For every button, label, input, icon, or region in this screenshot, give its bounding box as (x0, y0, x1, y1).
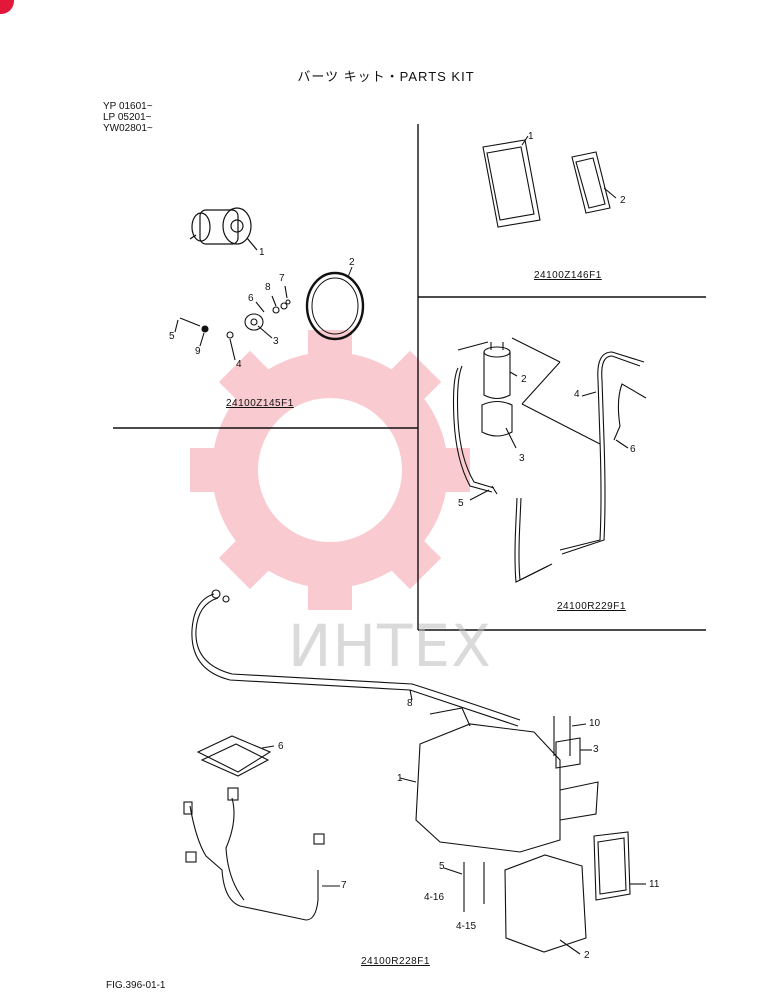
callout-number: 9 (195, 346, 201, 357)
callout-number: 1 (397, 773, 403, 784)
callout-number: 7 (341, 880, 347, 891)
serial-range: YW02801~ (103, 123, 153, 134)
compressor-part (189, 207, 258, 251)
evaporator-unit-and-harness (183, 589, 646, 955)
callout-number: 8 (407, 698, 413, 709)
kit-label-r228: 24100R228F1 (361, 956, 430, 967)
clutch-hardware-parts (174, 285, 291, 361)
callout-number: 6 (630, 444, 636, 455)
callout-number: 2 (620, 195, 626, 206)
watermark-text: ИНТЕХ (288, 612, 492, 680)
callout-number: 7 (279, 273, 285, 284)
serial-number-list: YP 01601~ LP 05201~ YW02801~ (103, 101, 153, 134)
figure-reference: FIG.396-01-1 (106, 980, 166, 991)
callout-number: 4 (574, 389, 580, 400)
callout-number: 3 (593, 744, 599, 755)
kit-label-z146: 24100Z146F1 (534, 270, 602, 281)
callout-number: 6 (248, 293, 254, 304)
watermark-gear-logo (190, 330, 470, 610)
callout-number: 2 (584, 950, 590, 961)
callout-number: 5 (169, 331, 175, 342)
callout-number: 6 (278, 741, 284, 752)
callout-number: 10 (589, 718, 601, 729)
callout-number: 1 (259, 247, 265, 258)
kit-label-z145: 24100Z145F1 (226, 398, 294, 409)
callout-number: 3 (519, 453, 525, 464)
section-dividers (113, 124, 706, 631)
callout-number: 11 (649, 879, 660, 890)
receiver-drier-and-hoses (452, 337, 647, 583)
kit-label-r229: 24100R229F1 (557, 601, 626, 612)
callout-number: 5 (439, 861, 445, 872)
o-ring-part (305, 266, 365, 341)
callout-number: 2 (521, 374, 527, 385)
callout-number: 2 (349, 257, 355, 268)
serial-range: LP 05201~ (103, 112, 152, 123)
callout-number: 4-16 (424, 892, 445, 903)
callout-number: 5 (458, 498, 464, 509)
callout-number: 8 (265, 282, 271, 293)
callout-number: 4-15 (456, 921, 477, 932)
seal-kit-parts (482, 135, 617, 228)
callout-number: 1 (528, 131, 534, 142)
callout-number: 3 (273, 336, 279, 347)
serial-range: YP 01601~ (103, 101, 153, 112)
page-title: バーツ キット・PARTS KIT (297, 69, 475, 84)
callout-number: 4 (236, 359, 242, 370)
